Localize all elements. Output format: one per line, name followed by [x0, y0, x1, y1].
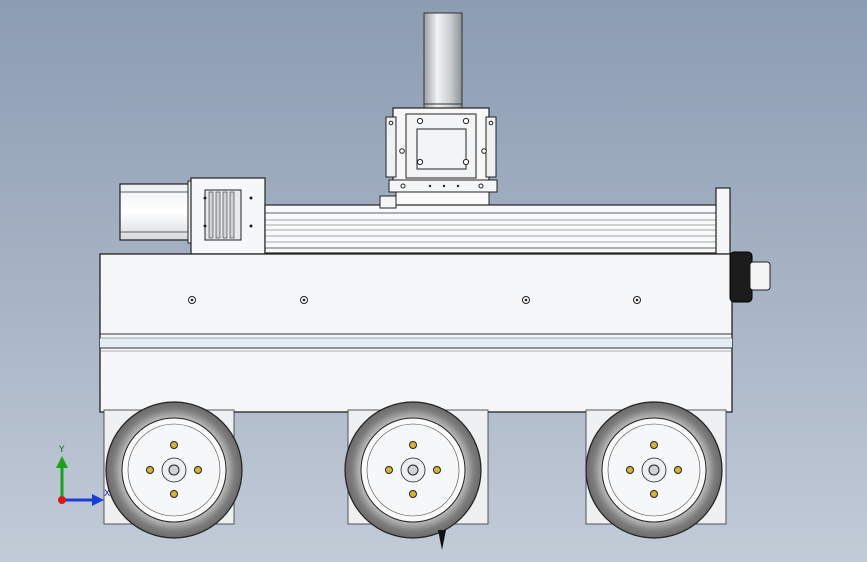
y-axis-arrowhead [56, 456, 68, 468]
middle-wheel [344, 401, 489, 550]
coordinate-triad[interactable]: Y X [56, 445, 110, 506]
gearbox-mount [385, 107, 498, 211]
z-axis-dot [58, 496, 66, 504]
rear-wheel [585, 401, 727, 539]
drive-motor-cap [729, 251, 771, 303]
servo-motor [119, 180, 197, 244]
chassis-body [99, 253, 733, 413]
x-axis-arrowhead [92, 494, 104, 506]
front-wheel [103, 401, 243, 539]
linear-rail [264, 187, 731, 255]
coupling-housing [190, 177, 266, 255]
x-axis-label: X [104, 489, 110, 499]
y-axis-label: Y [58, 445, 65, 455]
vertical-column [423, 12, 463, 111]
